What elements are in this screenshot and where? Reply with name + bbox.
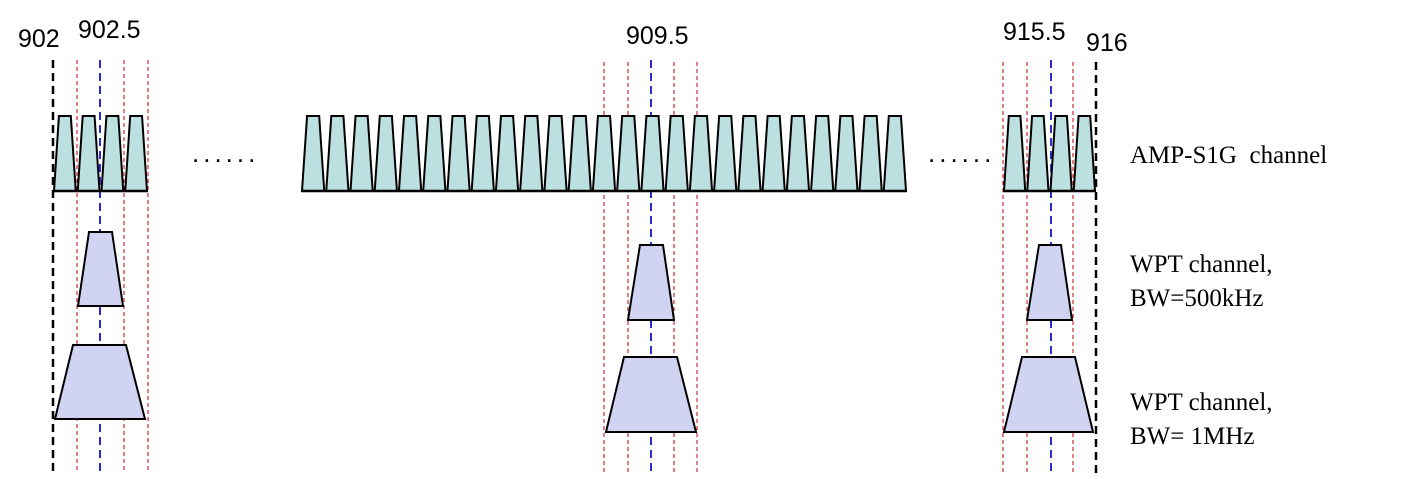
amp-s1g-channel [1049,115,1073,192]
amp-s1g-channel [325,115,350,192]
amp-s1g-channel [1072,115,1097,192]
amp-s1g-channel [761,115,786,192]
amp-s1g-channel [640,115,665,192]
wpt-channel-1mhz [604,356,698,433]
wpt-channel-1mhz [1002,356,1095,433]
wpt-channel-500khz [626,244,676,321]
legend-amp-s1g: AMP-S1G channel [1130,142,1327,169]
freq-label-916: 916 [1086,29,1128,57]
freq-label-915-5: 915.5 [1003,18,1066,46]
freq-label-909-5: 909.5 [626,22,689,50]
amp-s1g-channel [809,115,835,192]
amp-s1g-channel [1002,115,1027,192]
legend-wpt1m-line2: BW= 1MHz [1130,423,1255,450]
amp-s1g-channel [737,115,762,192]
amp-s1g-channel [76,115,101,192]
amp-s1g-channel [713,115,738,192]
amp-s1g-channel [858,115,883,192]
amp-s1g-channel [373,115,399,192]
amp-s1g-channel [124,115,149,192]
ellipsis-left: ...... [192,138,259,168]
amp-s1g-channel [100,115,125,192]
amp-s1g-channel [1026,115,1050,192]
amp-s1g-channel [591,115,617,192]
legend-wpt500-line2: BW=500kHz [1130,285,1264,312]
legend-wpt1m-line1: WPT channel, [1130,389,1273,416]
amp-s1g-channel [543,115,568,192]
amp-s1g-channel [785,115,811,192]
ellipsis-right: ...... [928,138,995,168]
amp-s1g-channel [882,115,908,192]
amp-s1g-channel [397,115,423,192]
wpt-channel-500khz [1025,244,1074,321]
amp-s1g-channel [494,115,520,192]
amp-s1g-channel [664,115,689,192]
amp-s1g-channel [688,115,714,192]
amp-s1g-channel [519,115,544,192]
freq-label-902: 902 [18,25,60,53]
wpt-channel-1mhz [53,344,147,420]
amp-s1g-channel [616,115,641,192]
legend-wpt500-line1: WPT channel, [1130,251,1273,278]
amp-s1g-channel [470,115,495,192]
amp-s1g-channel [446,115,471,192]
freq-label-902-5: 902.5 [78,16,141,44]
amp-s1g-channel [567,115,592,192]
amp-s1g-channel [300,115,326,192]
amp-s1g-channel [349,115,374,192]
wpt-channel-500khz [76,231,125,307]
amp-s1g-channel [422,115,447,192]
amp-s1g-channel [52,115,77,192]
amp-s1g-channel [834,115,859,192]
